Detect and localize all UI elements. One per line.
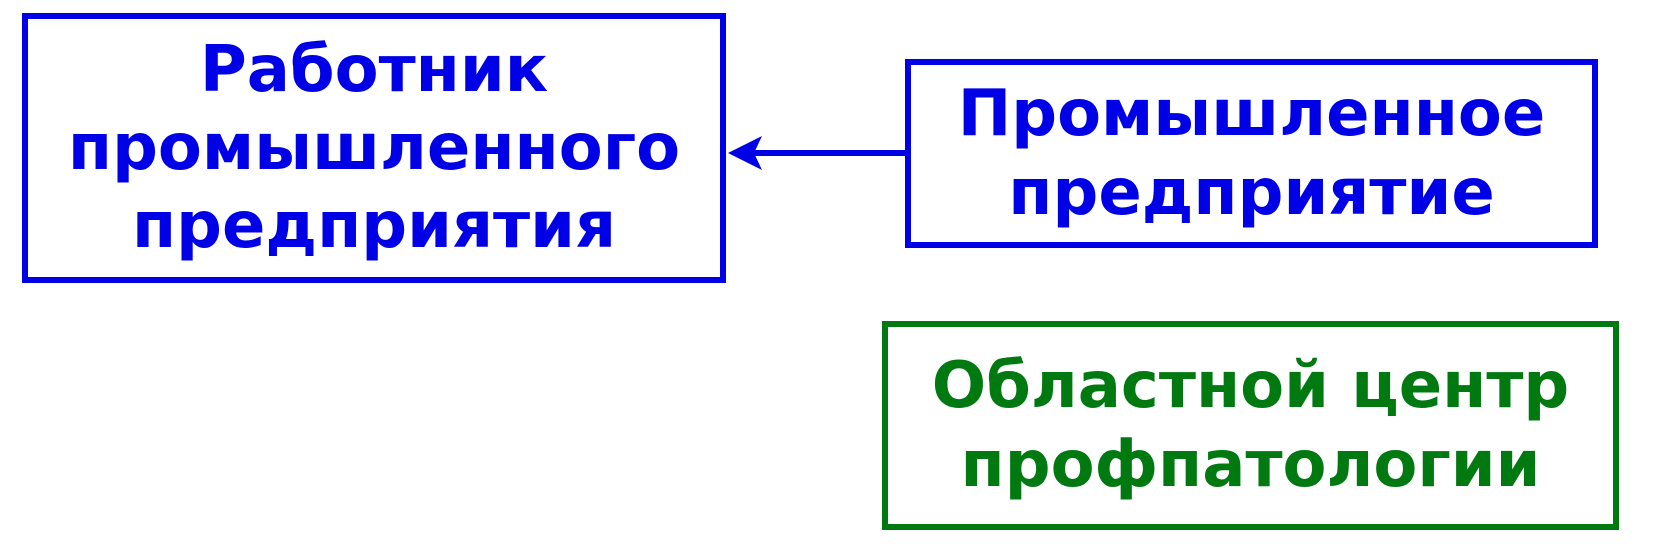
node-center: Областной центр профпатологии (882, 321, 1619, 530)
arrowhead-icon (728, 136, 762, 170)
node-center-label: Областной центр профпатологии (931, 349, 1570, 502)
node-enterprise: Промышленное предприятие (905, 59, 1598, 248)
node-worker-label: Работник промышленного предприятия (67, 32, 681, 264)
node-enterprise-label: Промышленное предприятие (957, 77, 1546, 230)
node-worker: Работник промышленного предприятия (22, 13, 726, 283)
